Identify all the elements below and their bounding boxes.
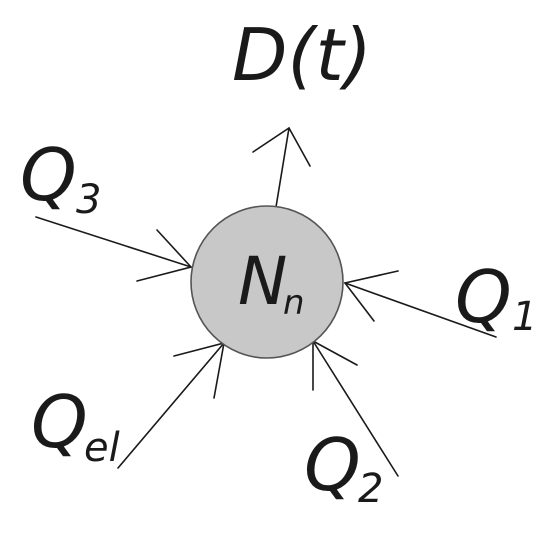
input-arrow-q3-shaft (35, 216, 192, 268)
input-label-q2-main: Q (304, 423, 361, 507)
output-arrow (252, 126, 311, 208)
input-arrow-q3 (35, 216, 193, 282)
input-arrow-qel-shaft (117, 342, 225, 469)
input-arrow-q1-head (343, 270, 399, 322)
node-circle (190, 205, 344, 359)
input-label-qel-sub: el (84, 425, 120, 471)
input-arrow-qel (117, 341, 226, 469)
input-arrow-q2-head (312, 339, 358, 391)
input-arrow-q1-shaft (344, 282, 497, 338)
output-arrow-shaft (275, 127, 290, 208)
output-label: D(t) (232, 13, 372, 97)
input-arrow-q3-head (136, 229, 193, 282)
input-arrow-q2-shaft (312, 340, 399, 477)
output-arrow-head (252, 126, 311, 167)
input-label-q1-sub: 1 (512, 294, 537, 340)
input-arrow-q1 (343, 270, 497, 338)
input-label-q3-sub: 3 (76, 177, 101, 223)
node-label-main: N (238, 243, 287, 320)
input-label-q2-sub: 2 (358, 466, 383, 512)
input-label-q1-main: Q (455, 255, 512, 339)
input-label-q3-main: Q (20, 133, 77, 217)
node-label-sub: n (283, 283, 305, 323)
input-label-qel-main: Q (31, 380, 88, 464)
